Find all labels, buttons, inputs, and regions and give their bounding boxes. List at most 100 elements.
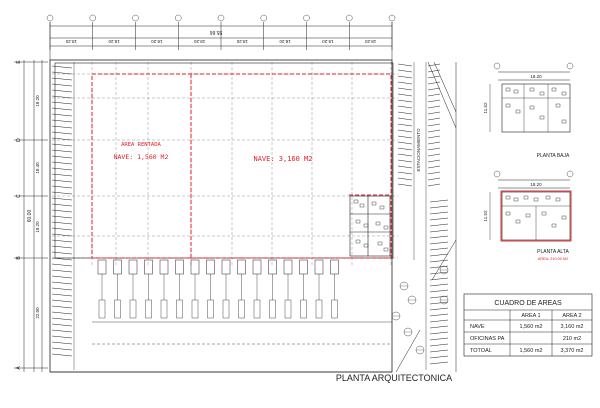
top-axis-bubble xyxy=(303,14,310,22)
top-axis-bubble xyxy=(388,14,396,22)
parking-stall-line xyxy=(51,149,73,153)
truck-outline xyxy=(207,299,214,319)
left-axis-label: B xyxy=(16,256,22,260)
planta-alta-furniture xyxy=(505,195,567,228)
parking-stall-line xyxy=(51,143,73,147)
parking-stall-line xyxy=(427,123,441,127)
access-road xyxy=(395,61,457,373)
parking-stall-line xyxy=(427,171,441,175)
landscape-plants xyxy=(391,265,449,355)
parking-stall-line xyxy=(429,241,449,245)
parking-stall-line xyxy=(429,223,449,227)
parking-stall-line xyxy=(51,353,73,357)
planta-baja-height: 11.52 xyxy=(483,102,488,113)
parking-stall-line xyxy=(397,159,413,163)
desk xyxy=(513,89,519,94)
desk xyxy=(525,213,531,218)
parking-stall-line xyxy=(51,185,73,189)
parking-stall-line xyxy=(397,165,413,169)
truck-outline xyxy=(331,299,338,319)
top-axis-bubble xyxy=(175,14,182,22)
truck-outline xyxy=(145,299,152,319)
parking-stall-line xyxy=(51,167,73,171)
parking-stall-line xyxy=(427,105,441,109)
parking-stall-line xyxy=(51,281,73,285)
parking-stall-line xyxy=(51,299,73,303)
parking-stall-line xyxy=(51,89,73,93)
parking-stall-line xyxy=(429,295,449,299)
top-axis-bubble xyxy=(217,14,225,22)
desk xyxy=(355,239,361,244)
left-axis-label: D xyxy=(16,138,22,142)
area-table xyxy=(463,293,593,357)
parking-stall-line xyxy=(51,119,73,123)
area-table-title: CUADRO DE AREAS xyxy=(494,300,562,307)
top-total-dimension: 55.66 xyxy=(210,29,223,35)
parking-stall-line xyxy=(397,183,413,187)
desk xyxy=(515,219,521,224)
parking-stall-line xyxy=(397,177,413,181)
office-outline xyxy=(349,194,392,259)
desk xyxy=(383,225,389,230)
desk xyxy=(551,223,557,228)
loading-dock xyxy=(97,259,107,275)
area-table-cell: TOTOAL xyxy=(470,348,492,354)
parking-stall-line xyxy=(51,215,73,219)
parking-stall-line xyxy=(51,263,73,267)
truck-outline xyxy=(129,299,137,319)
loading-dock xyxy=(113,259,122,275)
parking-stall-line xyxy=(51,293,73,297)
parking-stall-line xyxy=(427,129,441,133)
left-dimension-strip xyxy=(23,60,43,372)
parking-stall-line xyxy=(397,141,413,145)
truck-outline xyxy=(315,299,323,319)
parking-stall-line xyxy=(51,197,73,201)
right-parking-stalls xyxy=(397,62,449,370)
desk xyxy=(363,223,369,228)
left-dim-label: 18.20 xyxy=(35,221,40,233)
parking-stall-line xyxy=(429,211,449,215)
parking-stall-line xyxy=(397,129,413,133)
parking-stall-line xyxy=(427,117,441,121)
area-table-header: AREA 2 xyxy=(562,313,581,319)
desk xyxy=(539,91,545,96)
planta-alta-width: 18.20 xyxy=(530,182,542,187)
loading-dock xyxy=(283,259,293,275)
parking-stall-line xyxy=(427,75,441,79)
parking-stall-line xyxy=(429,325,449,329)
desk xyxy=(505,211,511,216)
desk xyxy=(539,115,545,120)
parking-stall-line xyxy=(429,271,449,275)
top-axis-bubble xyxy=(260,14,267,22)
truck-outline xyxy=(269,299,276,319)
desk xyxy=(561,215,567,220)
parking-stall-line xyxy=(429,355,449,359)
truck-outline xyxy=(176,299,183,319)
parking-stall-line xyxy=(427,99,441,103)
parking-stall-line xyxy=(51,173,73,177)
desk xyxy=(359,203,365,208)
loading-dock xyxy=(221,259,231,275)
parking-stall-line xyxy=(51,317,73,321)
planta-baja-detail xyxy=(489,62,574,133)
warehouse-structural-grid xyxy=(52,62,398,265)
parking-stall-line xyxy=(51,155,73,159)
main-hall-value: NAVE: 3,160 M2 xyxy=(253,155,312,163)
desk xyxy=(505,195,511,200)
parking-stall-line xyxy=(429,349,449,353)
parking-stall-line xyxy=(51,257,73,261)
truck-outline xyxy=(114,299,121,319)
parking-stall-line xyxy=(51,245,73,249)
planta-baja-title: PLANTA BAJA xyxy=(537,153,570,159)
area-table-cell: 1,560 m2 xyxy=(520,348,543,354)
parking-stall-line xyxy=(51,71,73,75)
truck-outline xyxy=(253,299,261,319)
desk xyxy=(555,103,561,108)
parking-stall-line xyxy=(51,221,73,225)
desk xyxy=(353,199,359,204)
parking-stall-line xyxy=(51,341,73,345)
desk xyxy=(541,211,547,216)
loading-dock xyxy=(159,259,169,275)
